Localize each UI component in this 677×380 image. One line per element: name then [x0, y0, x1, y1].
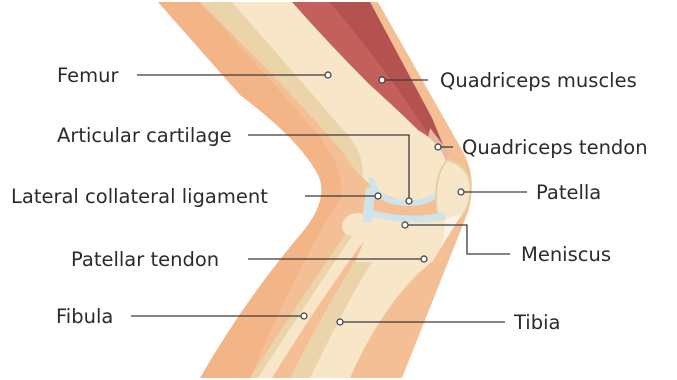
- dot-quadriceps-muscles: [379, 77, 385, 83]
- dot-patella: [458, 189, 464, 195]
- dot-fibula: [301, 313, 307, 319]
- label-fibula: Fibula: [56, 305, 113, 328]
- label-quadriceps-tendon: Quadriceps tendon: [462, 136, 648, 159]
- label-tibia: Tibia: [513, 311, 560, 334]
- dot-quadriceps-tendon: [435, 144, 441, 150]
- dot-tibia: [337, 319, 343, 325]
- dot-articular-cartilage: [406, 198, 412, 204]
- label-meniscus: Meniscus: [521, 243, 611, 266]
- label-quadriceps-muscles: Quadriceps muscles: [440, 69, 637, 92]
- label-patellar-tendon: Patellar tendon: [71, 248, 219, 271]
- dot-meniscus: [402, 222, 408, 228]
- label-lateral-collateral-ligament: Lateral collateral ligament: [11, 185, 268, 208]
- label-femur: Femur: [57, 64, 120, 87]
- dot-lateral-collateral-ligament: [375, 193, 381, 199]
- label-patella: Patella: [536, 181, 601, 204]
- label-articular-cartilage: Articular cartilage: [57, 124, 232, 147]
- dot-femur: [325, 72, 331, 78]
- dot-patellar-tendon: [421, 256, 427, 262]
